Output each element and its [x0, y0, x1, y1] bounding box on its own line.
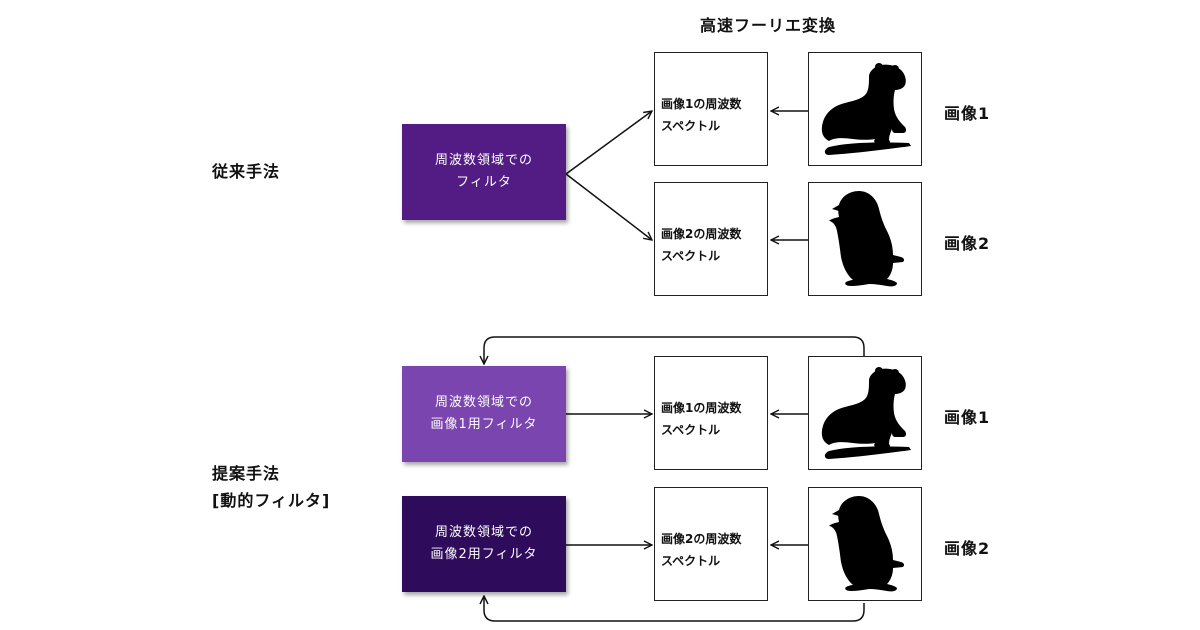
conventional-filter-box: 周波数領域での フィルタ	[402, 124, 566, 220]
image2-label-proposed: 画像2	[944, 539, 991, 558]
image2-spectrum-box: 画像2の周波数 スペクトル	[654, 182, 768, 296]
proposed-method-label-line2: [動的フィルタ]	[212, 491, 331, 510]
image2-box-proposed	[808, 487, 922, 601]
image2-filter-box: 周波数領域での 画像2用フィルタ	[402, 496, 566, 592]
image1-label-proposed: 画像1	[944, 408, 991, 427]
arrow-filter-to-spectrum1	[565, 111, 652, 175]
spectrum-label-line1: 画像2の周波数	[661, 532, 742, 546]
filter-text-line2: フィルタ	[456, 175, 512, 190]
spectrum-label-line2: スペクトル	[661, 423, 721, 437]
image1-box-proposed	[808, 356, 922, 470]
penguin-silhouette-icon	[829, 496, 905, 592]
filter1-text-line1: 周波数領域での	[434, 395, 533, 410]
image1-label: 画像1	[944, 104, 991, 123]
spectrum-label-line2: スペクトル	[661, 249, 721, 263]
image2-box	[808, 182, 922, 296]
spectrum-label-line2: スペクトル	[661, 554, 721, 568]
spectrum-label-line1: 画像1の周波数	[661, 97, 742, 111]
proposed-method-label: 提案手法 [動的フィルタ]	[212, 460, 330, 514]
proposed-method-label-line1: 提案手法	[212, 464, 281, 483]
spectrum-label-line1: 画像2の周波数	[661, 227, 742, 241]
image1-spectrum-box-proposed: 画像1の周波数 スペクトル	[654, 356, 768, 470]
image1-filter-box: 周波数領域での 画像1用フィルタ	[402, 366, 566, 462]
filter1-text-line2: 画像1用フィルタ	[430, 417, 538, 432]
penguin-silhouette-icon	[829, 191, 905, 287]
conventional-method-label: 従来手法	[212, 162, 281, 181]
image1-box	[808, 52, 922, 166]
image2-label: 画像2	[944, 234, 991, 253]
spectrum-label-line1: 画像1の周波数	[661, 401, 742, 415]
ferret-silhouette-icon	[821, 63, 911, 155]
filter2-text-line2: 画像2用フィルタ	[430, 547, 538, 562]
ferret-silhouette-icon	[821, 367, 911, 459]
image1-spectrum-box: 画像1の周波数 スペクトル	[654, 52, 768, 166]
filter2-text-line1: 周波数領域での	[434, 525, 533, 540]
spectrum-label-line2: スペクトル	[661, 119, 721, 133]
fft-title: 高速フーリエ変換	[700, 16, 837, 35]
filter-text-line1: 周波数領域での	[434, 153, 533, 168]
image2-spectrum-box-proposed: 画像2の周波数 スペクトル	[654, 487, 768, 601]
arrow-filter-to-spectrum2	[565, 173, 652, 240]
